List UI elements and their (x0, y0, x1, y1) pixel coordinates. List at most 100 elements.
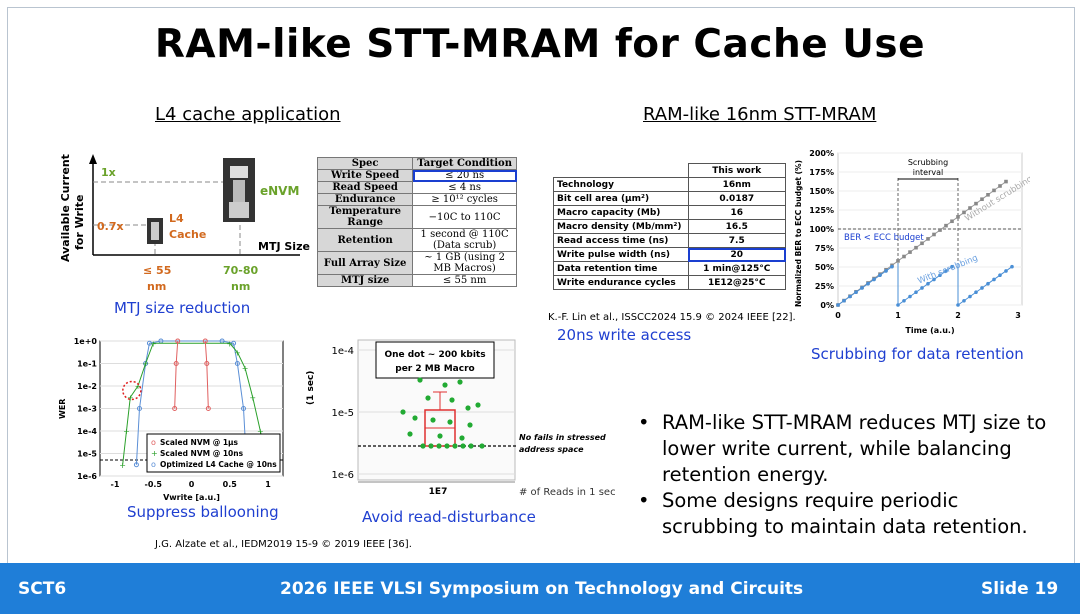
rd-dot (457, 379, 463, 385)
sc-with-point (998, 273, 1002, 278)
sc-without-point (962, 210, 966, 215)
sc-with-point (872, 277, 876, 282)
sc-without-point (992, 188, 996, 193)
work-key: Macro capacity (Mb) (553, 205, 689, 220)
sc-x-tick: 1 (895, 311, 901, 320)
spec-value: ~ 1 GB (using 2 MB Macros) (412, 251, 517, 275)
sc-with-point (854, 290, 858, 295)
work-value: 7.5 (687, 233, 786, 248)
sc-y-tick: 0% (820, 301, 834, 310)
diagram-label: L4 (169, 212, 184, 225)
sc-with-point (920, 286, 924, 290)
slide-title: RAM-like STT-MRAM for Cache Use (154, 22, 926, 67)
diagram-label: 70-80 (223, 264, 259, 277)
spec-key: Write Speed (316, 169, 414, 182)
write-caption: 20ns write access (557, 326, 692, 344)
wer-x-tick: 0 (189, 480, 195, 489)
wer-y-tick: 1e+0 (74, 337, 98, 346)
sc-with-point (884, 269, 888, 273)
sc-with-point (986, 281, 990, 286)
spec-value: −10C to 110C (412, 205, 517, 229)
sc-y-tick: 50% (815, 263, 834, 272)
l4-heading: L4 cache application (155, 104, 341, 125)
rd-dot (452, 443, 458, 449)
wer-legend-marker: + (151, 449, 158, 458)
spec-value: 1 second @ 110C (Data scrub) (412, 228, 517, 252)
bullet-item: •RAM-like STT-MRAM reduces MTJ size to l… (638, 411, 1047, 486)
rd-dot (420, 443, 426, 449)
spec-row: Write Speed≤ 20 ns (316, 169, 517, 182)
wer-x-tick: 1 (265, 480, 271, 489)
sc-without-point (986, 193, 990, 197)
wer-curve-blue (135, 340, 248, 465)
rd-dot (459, 435, 465, 441)
wer-curve-blue-point (146, 340, 152, 346)
work-key: Bit cell area (μm²) (553, 191, 689, 206)
rd-note: per 2 MB Macro (395, 364, 474, 374)
spec-value: ≥ 10¹² cycles (412, 193, 517, 206)
wer-curve-red-point (173, 361, 179, 366)
sc-y-tick: 175% (809, 168, 834, 177)
work-key: Technology (553, 177, 689, 192)
diagram-label: MTJ Size (258, 240, 310, 253)
work-key: Macro density (Mb/mm²) (553, 219, 689, 234)
sc-without-point (926, 237, 930, 241)
sc-with-point (860, 286, 864, 290)
wer-legend-entry: Optimized L4 Cache @ 10ns (160, 460, 277, 469)
work-key: Data retention time (553, 261, 689, 276)
sc-with-point (836, 303, 840, 307)
sc-without-point (950, 219, 954, 224)
spec-key: Endurance (316, 193, 414, 206)
spec-key: Read Speed (316, 181, 414, 194)
sc-with-point (980, 286, 984, 290)
rd-no-fail: No fails in stressed (519, 433, 606, 442)
stt-heading: RAM-like 16nm STT-MRAM (643, 104, 877, 125)
rd-dot (475, 402, 481, 408)
sc-with-line (837, 266, 893, 306)
sc-without-point (908, 250, 912, 254)
work-value: 1E12@25°C (687, 275, 786, 290)
wer-curve-red-point (172, 406, 178, 411)
sc-y-label: Normalized BER to ECC budget (%) (794, 160, 803, 307)
diagram-label: Cache (169, 228, 206, 241)
rd-dot (425, 395, 431, 401)
work-row: Write pulse width (ns)20 (553, 247, 786, 262)
spec-row: Read Speed≤ 4 ns (316, 181, 517, 194)
work-value: 1 min@125°C (687, 261, 786, 276)
work-value: 16.5 (687, 219, 786, 234)
rd-no-fail: address space (519, 445, 584, 454)
sc-without-point (914, 245, 918, 250)
wer-y-tick: 1e-2 (77, 382, 97, 391)
spec-value: ≤ 55 nm (412, 274, 517, 287)
sc-x-tick: 2 (955, 311, 961, 320)
rd-y-tick: 1e-5 (332, 408, 355, 419)
wer-curve-red-point (175, 338, 181, 344)
spec-key: Full Array Size (316, 251, 414, 275)
work-key: Write endurance cycles (553, 275, 689, 290)
read-disturb-chart: 1e-41e-51e-6(1 sec)One dot ~ 200 kbitspe… (306, 339, 616, 498)
sc-with-point (914, 290, 918, 295)
sc-without-point (956, 215, 960, 219)
wer-curve-green-point: + (249, 393, 256, 402)
spec-key: Temperature Range (316, 205, 414, 229)
footer-slide-number: Slide 19 (981, 579, 1059, 599)
rd-dot (465, 405, 471, 411)
wer-curve-red (174, 340, 179, 409)
mtj-diagram: Available Current for Write 1x 0.7x eNVM… (59, 154, 310, 293)
spec-value: ≤ 20 ns (412, 169, 517, 182)
wer-legend-entry: Scaled NVM @ 10ns (160, 449, 244, 458)
spec-key: MTJ size (316, 274, 414, 287)
diagram-label: nm (231, 280, 250, 293)
sc-x-tick: 3 (1015, 311, 1021, 320)
mtj-caption: MTJ size reduction (114, 299, 251, 317)
sc-without-point (920, 241, 924, 246)
sc-without-point (902, 254, 906, 259)
wer-y-tick: 1e-4 (77, 427, 97, 436)
sc-with-line (897, 266, 953, 306)
bullet-text: RAM-like STT-MRAM reduces MTJ size to lo… (662, 411, 1047, 486)
sc-without-point (944, 223, 948, 228)
rd-dot (417, 377, 423, 383)
sc-y-tick: 75% (815, 244, 834, 253)
